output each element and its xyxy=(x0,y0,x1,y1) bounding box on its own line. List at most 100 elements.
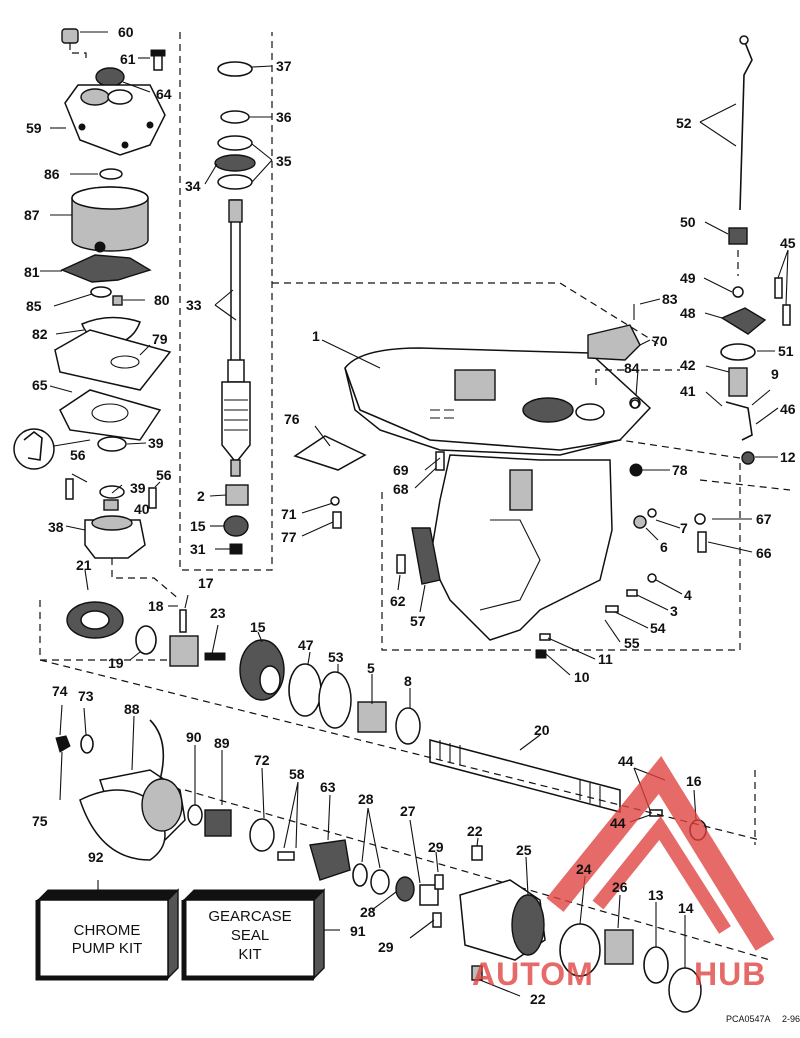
part-label: 29 xyxy=(378,939,394,955)
part-label: 57 xyxy=(410,613,426,629)
part-label: 20 xyxy=(534,722,550,738)
part-label: 22 xyxy=(467,823,483,839)
part-label: 75 xyxy=(32,813,48,829)
chrome-kit-line1: CHROME xyxy=(74,922,141,939)
part-label: 8 xyxy=(404,673,412,689)
part-label: 9 xyxy=(771,366,779,382)
part-label: 72 xyxy=(254,752,270,768)
part-label: 64 xyxy=(156,86,172,102)
part-label: 86 xyxy=(44,166,60,182)
part-label: 90 xyxy=(186,729,202,745)
part-label: 28 xyxy=(360,904,376,920)
part-label: 46 xyxy=(780,401,796,417)
gearcase-kit-line3: KIT xyxy=(238,946,261,963)
part-label: 38 xyxy=(48,519,64,535)
part-label: 14 xyxy=(678,900,694,916)
part-label: 10 xyxy=(574,669,590,685)
chrome-pump-kit-box: CHROME PUMP KIT xyxy=(35,880,180,981)
part-label: 33 xyxy=(186,297,202,313)
figure-date: 2-96 xyxy=(782,1014,800,1024)
part-label: 89 xyxy=(214,735,230,751)
part-label: 51 xyxy=(778,343,794,359)
part-label: 55 xyxy=(624,635,640,651)
part-label: 21 xyxy=(76,557,92,573)
part-label: 19 xyxy=(108,655,124,671)
part-label: 26 xyxy=(612,879,628,895)
part-label: 41 xyxy=(680,383,696,399)
part-label: 24 xyxy=(576,861,592,877)
part-label: 17 xyxy=(198,575,214,591)
gearcase-kit-line1: GEARCASE xyxy=(208,908,291,925)
part-label: 11 xyxy=(598,651,613,667)
part-label: 56 xyxy=(156,467,172,483)
part-label: 2 xyxy=(197,488,205,504)
part-label: 50 xyxy=(680,214,696,230)
part-label: 53 xyxy=(328,649,344,665)
part-label: 84 xyxy=(624,360,640,376)
part-label: 54 xyxy=(650,620,666,636)
part-label: 59 xyxy=(26,120,42,136)
part-label: 29 xyxy=(428,839,444,855)
part-label: 48 xyxy=(680,305,696,321)
part-label: 63 xyxy=(320,779,336,795)
part-label: 66 xyxy=(756,545,772,561)
part-label: 87 xyxy=(24,207,40,223)
part-label: 62 xyxy=(390,593,406,609)
part-label: 49 xyxy=(680,270,696,286)
part-label: 28 xyxy=(358,791,374,807)
part-label: 13 xyxy=(648,887,664,903)
part-label: 45 xyxy=(780,235,796,251)
watermark-text-right: HUB xyxy=(694,956,766,992)
part-label: 5 xyxy=(367,660,375,676)
part-label: 16 xyxy=(686,773,702,789)
part-label: 85 xyxy=(26,298,42,314)
chrome-kit-line2: PUMP KIT xyxy=(72,940,143,957)
part-label: 70 xyxy=(652,333,668,349)
part-label: 82 xyxy=(32,326,48,342)
part-label: 44 xyxy=(618,753,634,769)
part-label: 60 xyxy=(118,24,134,40)
part-label: 6 xyxy=(660,539,668,555)
part-label: 56 xyxy=(70,447,86,463)
part-label: 79 xyxy=(152,331,168,347)
part-label: 39 xyxy=(148,435,164,451)
part-label: 68 xyxy=(393,481,409,497)
part-label: 40 xyxy=(134,501,150,517)
gearcase-kit-line2: SEAL xyxy=(231,927,269,944)
propshaft-group xyxy=(39,600,771,1013)
part-labels: 60 61 64 59 86 87 81 85 80 82 79 65 39 5… xyxy=(24,24,796,1007)
part-label: 4 xyxy=(684,587,692,603)
part-label: 34 xyxy=(185,178,201,194)
part-label: 15 xyxy=(250,619,266,635)
part-label: 47 xyxy=(298,637,314,653)
part-label: 15 xyxy=(190,518,206,534)
driveshaft-group xyxy=(179,32,273,571)
watermark-text-left: AUTOM xyxy=(472,956,594,992)
part-label: 31 xyxy=(190,541,206,557)
part-label: 36 xyxy=(276,109,292,125)
gearcase-seal-kit-box: GEARCASE SEAL KIT xyxy=(181,888,340,981)
part-label: 7 xyxy=(680,520,688,536)
part-label: 3 xyxy=(670,603,678,619)
part-label: 1 xyxy=(312,328,320,344)
part-label: 83 xyxy=(662,291,678,307)
part-label: 73 xyxy=(78,688,94,704)
part-label: 71 xyxy=(281,506,297,522)
part-label: 35 xyxy=(276,153,292,169)
part-label: 23 xyxy=(210,605,226,621)
part-label: 39 xyxy=(130,480,146,496)
part-label: 69 xyxy=(393,462,409,478)
part-label: 52 xyxy=(676,115,692,131)
part-label: 65 xyxy=(32,377,48,393)
water-pump-group xyxy=(13,28,181,601)
part-label: 42 xyxy=(680,357,696,373)
part-label: 92 xyxy=(88,849,104,865)
part-label: 80 xyxy=(154,292,170,308)
watermark-logo: AUTOM HUB xyxy=(472,756,775,992)
part-label: 22 xyxy=(530,991,546,1007)
part-label: 76 xyxy=(284,411,300,427)
part-label: 12 xyxy=(780,449,796,465)
part-label: 81 xyxy=(24,264,40,280)
